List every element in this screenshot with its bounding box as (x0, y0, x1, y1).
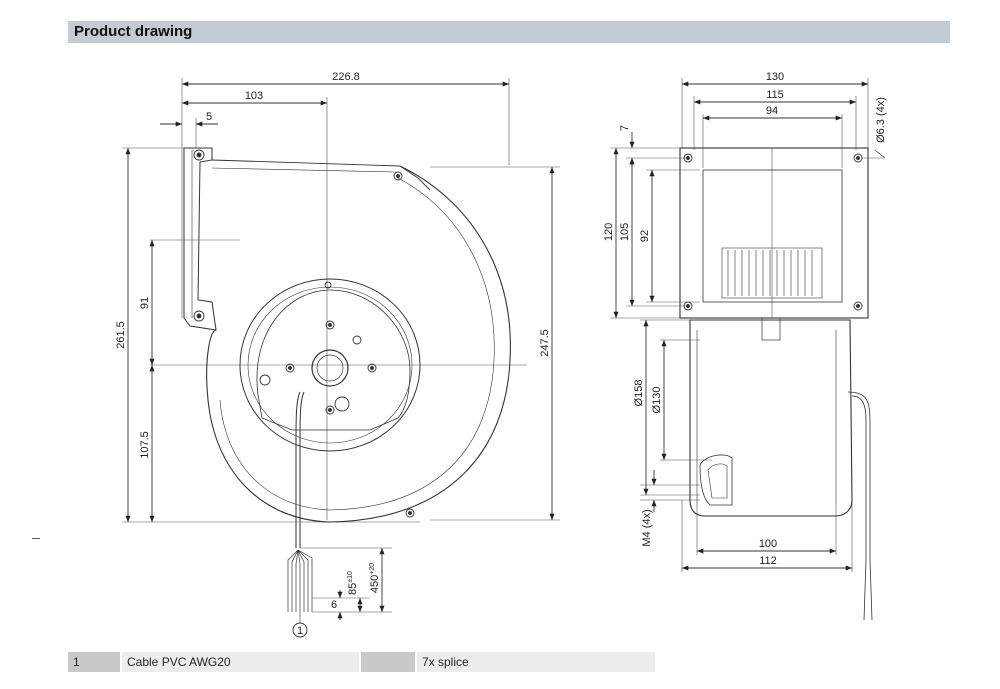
dim-5: 5 (206, 111, 212, 123)
dim-6: 6 (331, 599, 337, 611)
callout-1: 1 (297, 625, 303, 637)
side-view (610, 78, 886, 621)
dim-112: 112 (759, 555, 777, 567)
dim-dia-158: Ø158 (633, 380, 645, 407)
legend-number: 1 (68, 652, 120, 672)
dim-115-width: 115 (766, 89, 784, 101)
dim-130-width: 130 (766, 71, 784, 83)
dim-100: 100 (759, 538, 777, 550)
dim-85-value: 85 (347, 583, 359, 595)
margin-tick (32, 538, 40, 539)
dim-450: 450+20 (369, 563, 381, 593)
section-header: Product drawing (68, 21, 950, 43)
dim-247-5: 247.5 (539, 329, 551, 357)
dim-450-tolerance: +20 (369, 563, 376, 575)
legend-description: Cable PVC AWG20 (122, 652, 359, 672)
dim-85-tolerance: ±10 (347, 571, 354, 583)
legend-spacer (361, 652, 415, 672)
dim-hole-diameter: Ø6.3 (4x) (875, 97, 887, 143)
dim-450-value: 450 (369, 575, 381, 593)
dim-103: 103 (245, 90, 263, 102)
dim-91: 91 (139, 297, 151, 309)
dim-226-8: 226.8 (332, 71, 360, 83)
dim-85: 85±10 (347, 571, 359, 595)
dim-120: 120 (603, 223, 615, 241)
dim-94-width: 94 (766, 105, 778, 117)
dim-261-5: 261.5 (115, 321, 127, 349)
dim-105: 105 (619, 223, 631, 241)
dim-thread-m4: M4 (4x) (641, 509, 653, 546)
legend-note: 7x splice (417, 652, 655, 672)
dim-7: 7 (619, 125, 631, 131)
front-view (122, 78, 560, 638)
dim-dia-130: Ø130 (651, 387, 663, 414)
section-title: Product drawing (74, 23, 193, 40)
dim-107-5: 107.5 (139, 431, 151, 459)
dim-92: 92 (639, 230, 651, 242)
